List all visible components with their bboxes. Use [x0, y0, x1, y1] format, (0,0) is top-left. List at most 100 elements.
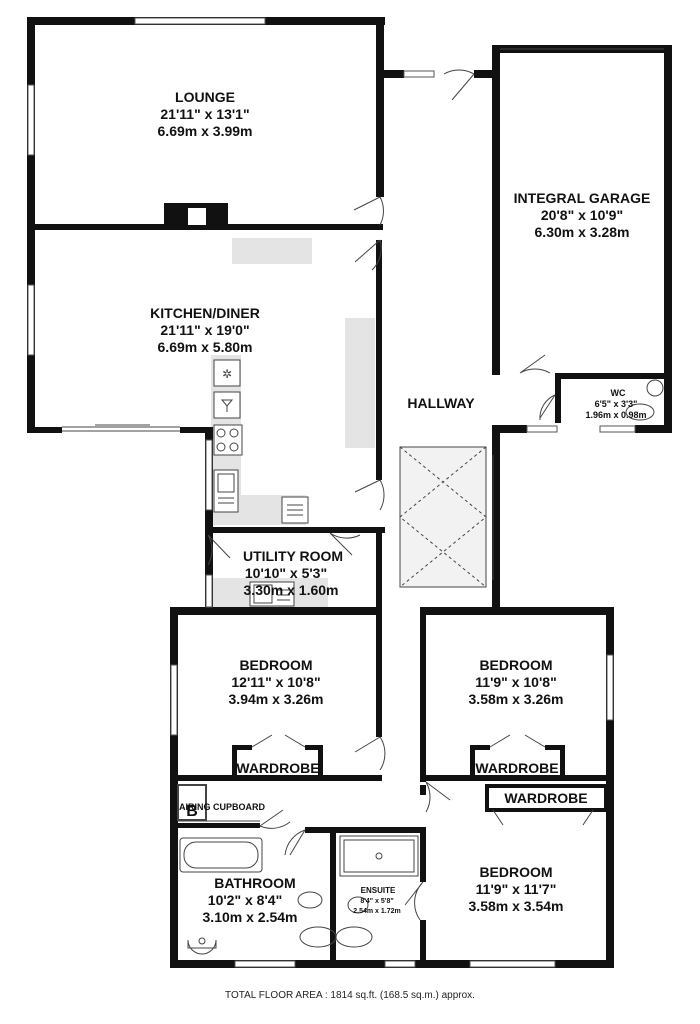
door-front [443, 69, 475, 101]
window-lounge-left [27, 84, 35, 156]
bathroom-metric: 3.10m x 2.54m [203, 909, 298, 925]
total-floor-area: TOTAL FLOOR AREA : 1814 sq.ft. (168.5 sq… [225, 990, 475, 1001]
door-bed2 [425, 781, 451, 813]
kitchen-imperial: 21'11" x 19'0" [160, 322, 249, 338]
toilet [297, 891, 323, 909]
kitchen-name: KITCHEN/DINER [150, 305, 260, 321]
wall-wc-bottom-right [635, 425, 672, 433]
window-lounge-top [134, 17, 266, 25]
utility-sink [249, 581, 295, 607]
wardrobe-3-label: WARDROBE [504, 790, 587, 806]
wall-kitchen-bottom-left [27, 427, 62, 433]
door-utility-side [207, 534, 231, 566]
wardrobe-1-frame-left [232, 745, 237, 777]
bedroom2-metric: 3.58m x 3.26m [469, 691, 564, 707]
walls [27, 17, 672, 968]
kitchen-appliances: ✲ [213, 359, 309, 524]
wall-garage-bottom [560, 373, 672, 379]
wall-utility-top [205, 527, 385, 533]
wall-garage-left [492, 45, 500, 375]
window-wc [526, 425, 558, 433]
wall-lounge-kitchen-divider [27, 224, 383, 230]
utility-imperial: 10'10" x 5'3" [245, 565, 327, 581]
window-bed3-bottom [469, 960, 556, 968]
wc-name: WC [611, 388, 626, 398]
door-bed1 [354, 736, 386, 771]
wall-entrance-top-left [376, 70, 404, 78]
airing-cupboard-label: AIRING CUPBOARD [179, 802, 266, 812]
wall-hall-west-utility [376, 527, 382, 612]
door-wc [539, 394, 556, 421]
wardrobe-1-top-left [232, 745, 252, 750]
wardrobe-2-frame-left [470, 745, 475, 777]
door-kitchen-hall [354, 479, 385, 511]
utility-metric: 3.30m x 1.60m [244, 582, 339, 598]
window-bed1-left [170, 664, 178, 736]
wall-hall-west-bed1 [376, 607, 382, 737]
bathroom-fixtures [179, 837, 373, 955]
wall-ensuite-right-lower [420, 920, 426, 968]
bedroom3-imperial: 11'9" x 11'7" [476, 881, 557, 897]
ensuite-toilet [347, 896, 369, 914]
wardrobe-2-top-right [545, 745, 565, 750]
bedroom2-imperial: 11'9" x 10'8" [475, 674, 556, 690]
lounge-name: LOUNGE [175, 89, 235, 105]
windows [27, 17, 636, 968]
utility-name: UTILITY ROOM [243, 548, 343, 564]
shower-tray [339, 835, 419, 877]
bedroom3-metric: 3.58m x 3.54m [469, 898, 564, 914]
wc-imperial: 6'5" x 3'3" [595, 399, 638, 409]
bedroom1-imperial: 12'11" x 10'8" [231, 674, 320, 690]
wall-ensuite-top [330, 827, 426, 833]
wall-ensuite-right [420, 827, 426, 882]
wall-bed2-bottom [426, 775, 614, 781]
wardrobe-2-frame-right [560, 745, 565, 777]
window-ensuite-bottom [384, 960, 416, 968]
wall-cupboard-bottom [170, 823, 260, 828]
wardrobe-3-frame [485, 784, 608, 812]
lounge-metric: 6.69m x 3.99m [158, 123, 253, 139]
garage-metric: 6.30m x 3.28m [535, 224, 630, 240]
wall-bed2-right [606, 607, 614, 968]
lounge-imperial: 21'11" x 13'1" [160, 106, 249, 122]
wall-hall-west-upper [376, 17, 384, 197]
oven-appliance [281, 496, 309, 524]
kitchen-counter-right [345, 318, 375, 448]
window-bath-bottom [234, 960, 296, 968]
svg-text:✲: ✲ [222, 367, 232, 381]
door-lounge [353, 196, 384, 226]
bedroom1-metric: 3.94m x 3.26m [229, 691, 324, 707]
bathtub [179, 837, 263, 873]
doors [207, 69, 556, 921]
wardrobe-1-top-right [305, 745, 323, 750]
wall-bed1-left [170, 607, 178, 968]
fireplace [164, 203, 228, 225]
wardrobe-1-frame-right [318, 745, 323, 777]
window-kitchen-left [27, 284, 35, 356]
boiler-letter: B [186, 803, 198, 820]
hallway-skylight [399, 446, 494, 588]
garage-imperial: 20'8" x 10'9" [541, 207, 623, 223]
room-labels: LOUNGE 21'11" x 13'1" 6.69m x 3.99m KITC… [150, 89, 650, 925]
wardrobe-units [232, 734, 608, 826]
door-kitchen [354, 239, 382, 271]
fridge-appliance [213, 391, 241, 419]
wall-bath-ensuite [330, 827, 336, 968]
freezer-appliance [213, 359, 241, 387]
window-entrance [403, 70, 435, 78]
bathroom-imperial: 10'2" x 8'4" [208, 892, 282, 908]
wall-bed1-top [170, 607, 382, 615]
wall-wc-left [555, 373, 561, 423]
door-ensuite [404, 881, 424, 921]
wall-bed3-left [420, 785, 426, 795]
patio-doors [62, 424, 180, 432]
window-wc-2 [599, 425, 636, 433]
wardrobe-2-label: WARDROBE [475, 760, 558, 776]
wall-bed2-top [420, 607, 614, 615]
ensuite-fixtures [339, 835, 419, 914]
bedroom2-name: BEDROOM [479, 657, 552, 673]
door-utility [329, 532, 361, 556]
door-bath [259, 809, 291, 829]
bedroom3-name: BEDROOM [479, 864, 552, 880]
